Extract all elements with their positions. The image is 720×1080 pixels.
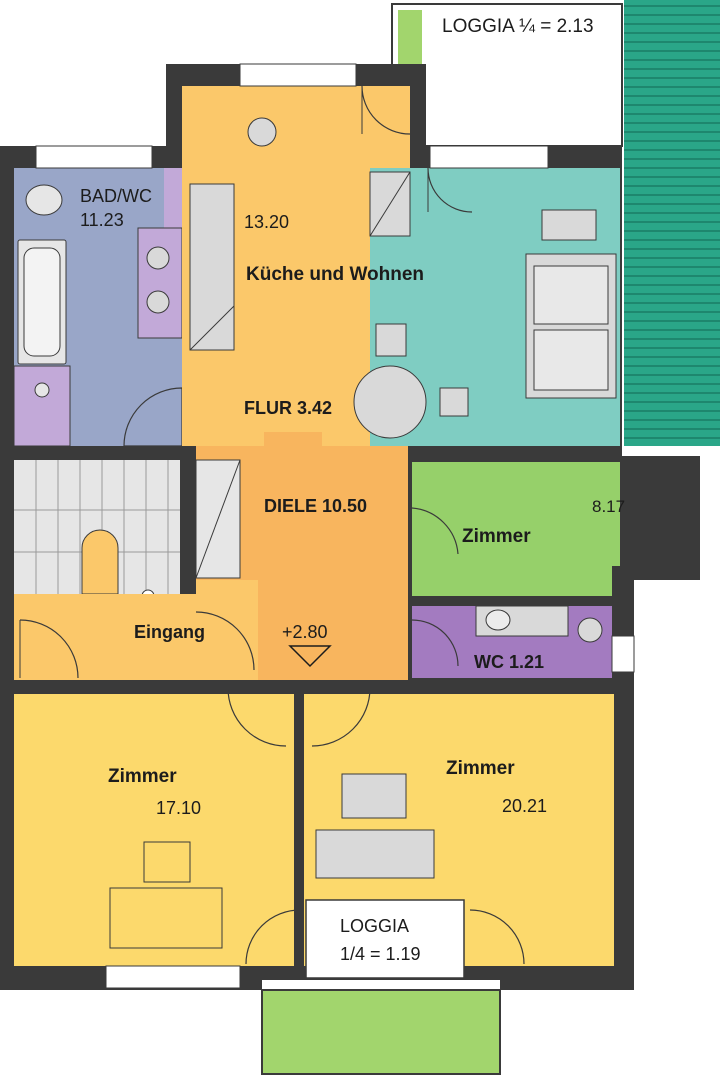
shelf-icon (341, 773, 407, 819)
window-wc (611, 635, 635, 673)
toilet-icon (25, 184, 63, 216)
window-bottom (105, 965, 241, 989)
flur-label: FLUR 3.42 (244, 398, 332, 418)
small-room-area: 8.17 (592, 497, 625, 516)
sink-icon (146, 290, 170, 314)
kitchen-living-room (182, 86, 410, 446)
stair-landing (81, 529, 119, 595)
wc-toilet-icon (577, 617, 603, 643)
chair-icon (143, 841, 191, 883)
kitchen-name: Küche und Wohnen (246, 264, 424, 285)
desk-icon (109, 887, 223, 949)
small-room-name: Zimmer (462, 526, 531, 547)
room-left-area: 17.10 (156, 798, 201, 818)
sink-icon (146, 246, 170, 270)
loggia-bottom-area (305, 899, 465, 979)
loggia-top-area (391, 3, 623, 147)
balcony-bottom (261, 989, 501, 1075)
window-bath (35, 145, 153, 169)
loggia-bottom-area: 1/4 = 1.19 (340, 944, 421, 964)
bath-vanity (137, 227, 183, 339)
diele-label: DIELE 10.50 (264, 496, 367, 516)
bath-name: BAD/WC (80, 186, 152, 206)
loggia-top-label: LOGGIA ¼ = 2.13 (442, 16, 594, 37)
bath-shelf (13, 365, 71, 447)
window-top (239, 63, 357, 87)
room-right-area: 20.21 (502, 796, 547, 816)
lamp-icon (247, 117, 277, 147)
loggia-bottom-name: LOGGIA (340, 916, 409, 936)
kitchen-area: 13.20 (244, 212, 289, 232)
window-living (429, 145, 549, 169)
level-label: +2.80 (282, 622, 328, 642)
room-right-name: Zimmer (446, 758, 515, 779)
chair-icon (375, 323, 407, 357)
table-icon (353, 365, 427, 439)
bath-area: 11.23 (80, 210, 124, 230)
level-marker (288, 645, 332, 668)
eingang-area (14, 580, 258, 680)
terrace-deck (624, 0, 720, 446)
bed-icon (315, 829, 435, 879)
eingang-name: Eingang (134, 622, 205, 642)
room-left-name: Zimmer (108, 766, 177, 787)
chair-icon (439, 387, 469, 417)
wc-label: WC 1.21 (474, 652, 544, 672)
small-room (412, 462, 620, 596)
desk-icon (541, 209, 597, 241)
flur-opening (264, 432, 322, 460)
bidet-icon (34, 382, 50, 398)
kitchen-counter (189, 183, 235, 351)
